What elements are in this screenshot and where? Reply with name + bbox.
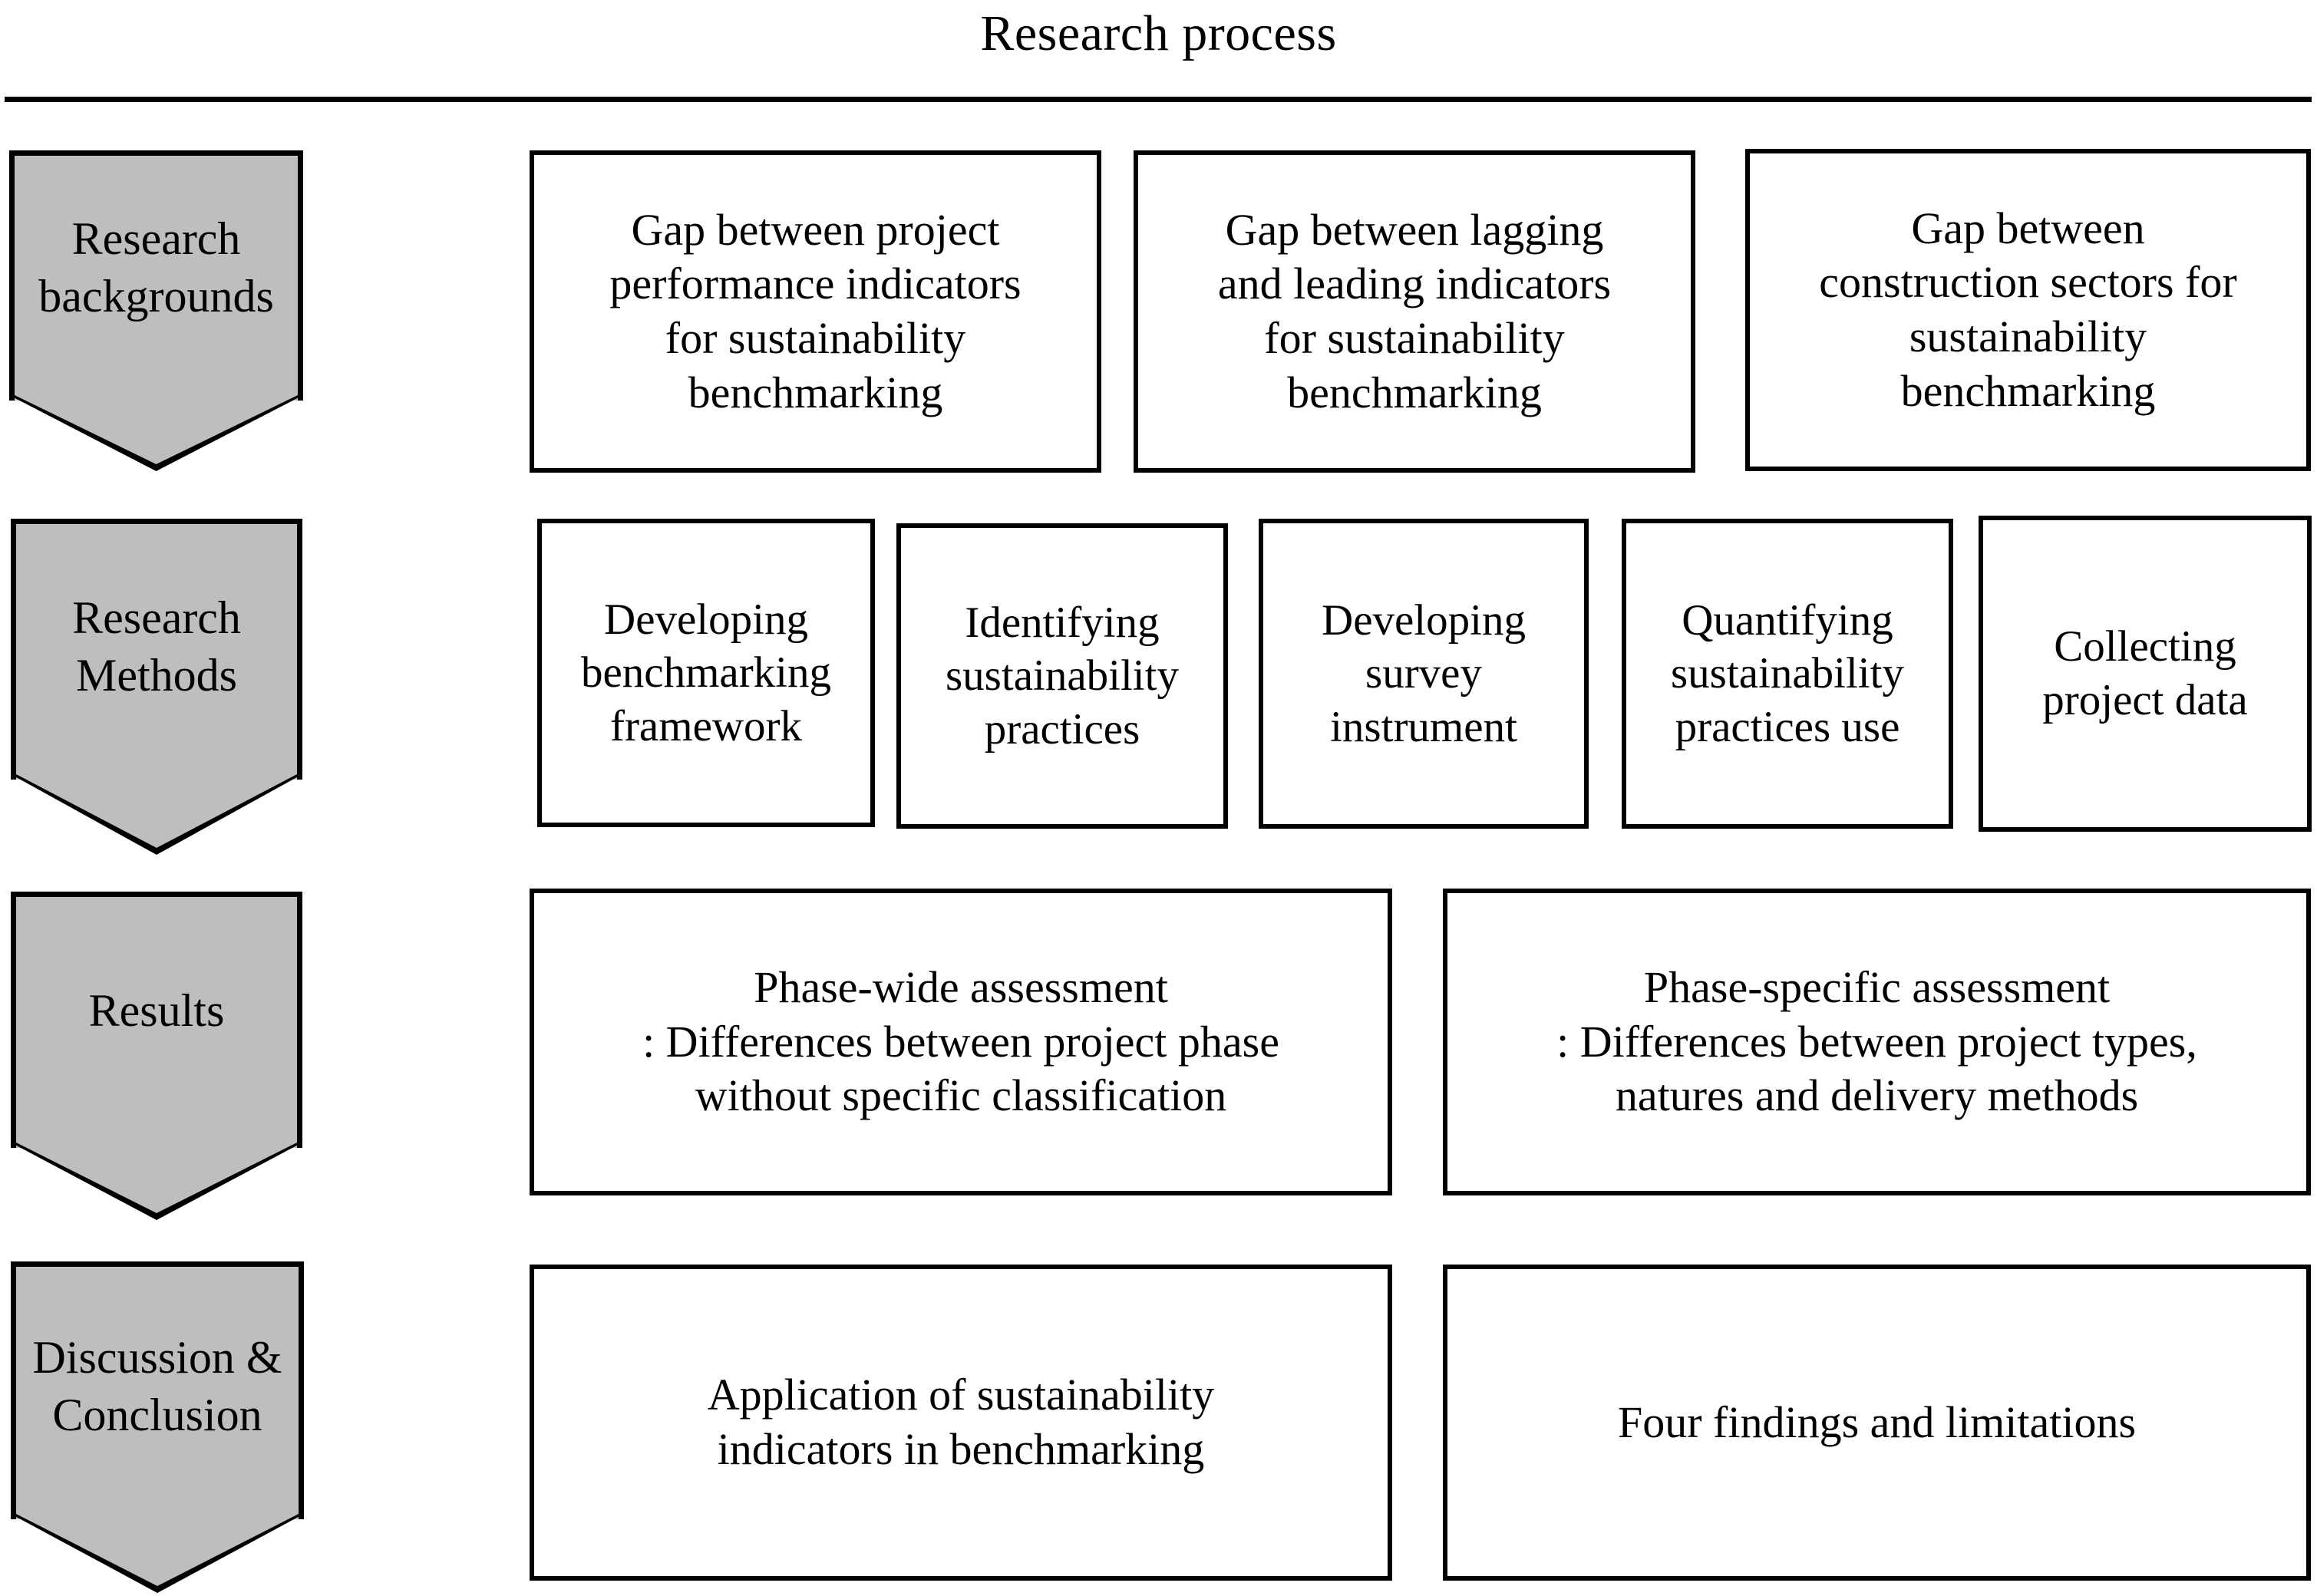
pentagon-body (11, 892, 302, 1148)
node-quantifying-practices-use: Quantifying sustainability practices use (1622, 519, 1953, 829)
stage-research-methods: Research Methods (11, 519, 302, 855)
stage-discussion-conclusion: Discussion & Conclusion (11, 1261, 304, 1593)
node-four-findings-limitations: Four findings and limitations (1443, 1265, 2311, 1581)
pentagon-point-fill (15, 395, 298, 464)
pentagon-body (11, 1261, 304, 1519)
node-developing-benchmarking-framework: Developing benchmarking framework (537, 519, 875, 827)
page-title: Research process (980, 5, 1337, 61)
node-text: Developing survey instrument (1322, 595, 1526, 751)
stage-label-results: Results (88, 985, 225, 1036)
node-phase-specific-assessment: Phase-specific assessment : Differences … (1443, 889, 2311, 1195)
node-gap-performance-indicators: Gap between project performance indicato… (530, 150, 1101, 473)
header-divider (5, 97, 2312, 102)
node-text: Phase-specific assessment : Differences … (1556, 961, 2197, 1121)
pentagon-body (9, 150, 303, 401)
pentagon-point-fill (16, 1143, 297, 1213)
stage-results: Results (11, 892, 302, 1220)
node-collecting-project-data: Collecting project data (1979, 516, 2312, 832)
node-text: Developing benchmarking framework (580, 595, 832, 750)
node-gap-construction-sectors: Gap between construction sectors for sus… (1745, 149, 2311, 471)
stage-label-research-backgrounds: Research backgrounds (38, 213, 274, 322)
node-text: Gap between project performance indicato… (609, 204, 1022, 417)
node-identifying-sustainability-practices: Identifying sustainability practices (896, 523, 1228, 829)
node-text: Four findings and limitations (1617, 1396, 2137, 1447)
node-text: Application of sustainability indicators… (707, 1370, 1215, 1474)
pentagon-point-fill (16, 774, 297, 848)
node-developing-survey-instrument: Developing survey instrument (1259, 519, 1589, 829)
node-text: Gap between lagging and leading indicato… (1217, 204, 1612, 417)
node-application-of-indicators: Application of sustainability indicators… (530, 1265, 1392, 1581)
stage-research-backgrounds: Research backgrounds (9, 150, 303, 471)
node-gap-lagging-leading: Gap between lagging and leading indicato… (1134, 150, 1695, 473)
pentagon-body (11, 519, 302, 780)
node-text: Phase-wide assessment : Differences betw… (642, 961, 1279, 1121)
node-phase-wide-assessment: Phase-wide assessment : Differences betw… (530, 889, 1392, 1195)
pentagon-point-fill (16, 1514, 299, 1586)
stage-label-discussion-conclusion: Discussion & Conclusion (32, 1332, 282, 1440)
node-text: Collecting project data (2042, 622, 2248, 724)
stage-label-research-methods: Research Methods (72, 592, 241, 701)
node-text: Quantifying sustainability practices use (1671, 595, 1904, 751)
node-text: Gap between construction sectors for sus… (1819, 203, 2237, 416)
node-text: Identifying sustainability practices (946, 598, 1179, 753)
